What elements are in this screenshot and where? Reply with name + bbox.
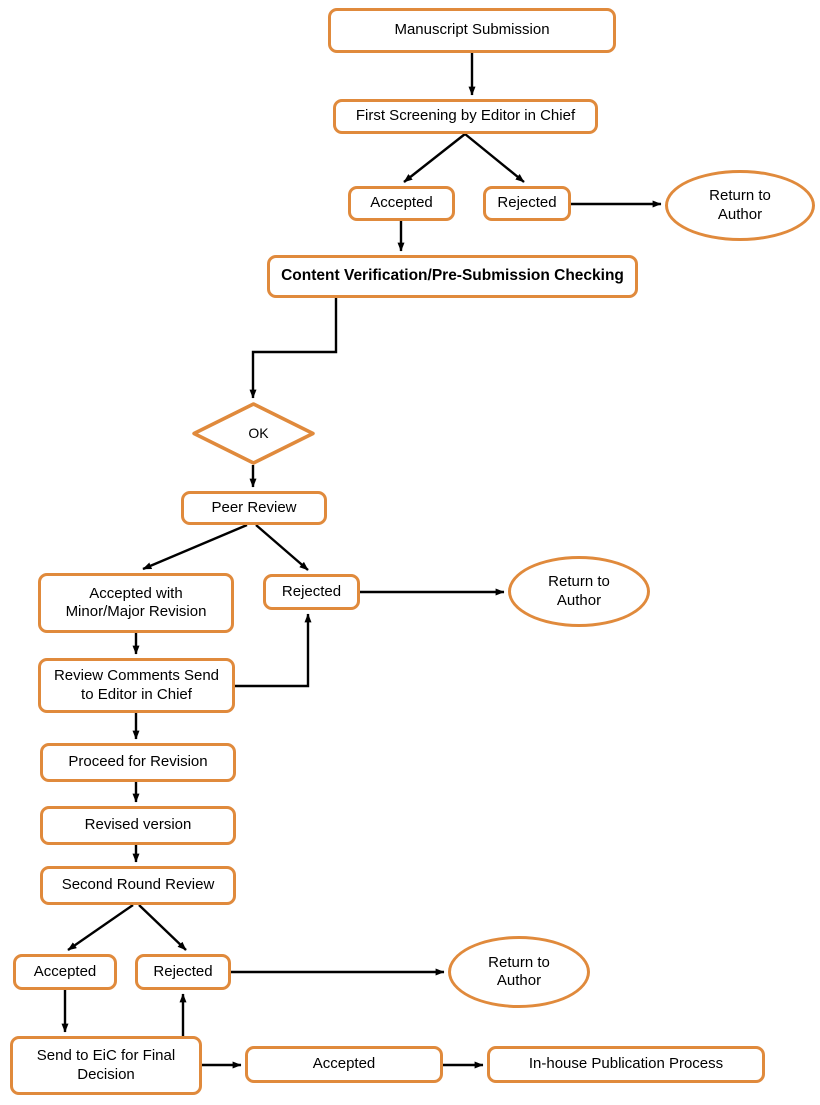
- screening-rejected-label: Rejected: [497, 194, 557, 212]
- first-screening-by-editor-in-chief-label: First Screening by Editor in Chief: [355, 107, 576, 125]
- review-comments-send-to-editor-in-chief[interactable]: Review Comments Send to Editor in Chief: [38, 658, 235, 713]
- manuscript-submission-label: Manuscript Submission: [394, 21, 550, 39]
- revised-version-label: Revised version: [84, 816, 192, 834]
- second-round-accepted[interactable]: Accepted: [13, 954, 117, 990]
- review-comments-send-to-editor-in-chief-label: Review Comments Send to Editor in Chief: [53, 667, 220, 703]
- screening-accepted-label: Accepted: [370, 194, 433, 212]
- manuscript-submission[interactable]: Manuscript Submission: [328, 8, 616, 53]
- edge-first-screening-to-accepted: [403, 133, 466, 183]
- peer-review-rejected-label: Rejected: [281, 582, 342, 600]
- return-to-author-second-round-label: Return to Author: [488, 953, 550, 989]
- proceed-for-revision-label: Proceed for Revision: [68, 753, 208, 771]
- accepted-with-minor-major-revision-label: Accepted with Minor/Major Revision: [65, 584, 207, 620]
- return-to-author-screening-label: Return to Author: [709, 187, 771, 223]
- return-to-author-second-round[interactable]: Return to Author: [448, 936, 590, 1008]
- content-verification-pre-submission-checking[interactable]: Content Verification/Pre-Submission Chec…: [267, 255, 638, 298]
- ok-decision-label: OK: [248, 424, 269, 441]
- return-to-author-peer-review-label: Return to Author: [548, 573, 610, 609]
- second-round-review-label: Second Round Review: [61, 876, 215, 894]
- peer-review-label: Peer Review: [211, 498, 297, 516]
- second-round-rejected[interactable]: Rejected: [135, 954, 231, 990]
- send-to-eic-for-final-decision[interactable]: Send to EiC for Final Decision: [10, 1036, 202, 1095]
- first-screening-by-editor-in-chief[interactable]: First Screening by Editor in Chief: [333, 99, 598, 134]
- screening-accepted[interactable]: Accepted: [348, 186, 455, 221]
- second-round-rejected-label: Rejected: [153, 962, 213, 980]
- peer-review[interactable]: Peer Review: [181, 491, 327, 525]
- edge-first-screening-to-rejected: [464, 133, 525, 183]
- proceed-for-revision[interactable]: Proceed for Revision: [40, 743, 236, 782]
- diamond-shape: [192, 402, 315, 465]
- edge-peer-review-to-rejected: [255, 524, 309, 571]
- eic-accepted[interactable]: Accepted: [245, 1046, 443, 1083]
- content-verification-pre-submission-checking-label: Content Verification/Pre-Submission Chec…: [281, 267, 624, 285]
- revised-version[interactable]: Revised version: [40, 806, 236, 845]
- in-house-publication-process[interactable]: In-house Publication Process: [487, 1046, 765, 1083]
- return-to-author-screening[interactable]: Return to Author: [665, 170, 815, 241]
- edge-review-comments-to-peer-rejected: [235, 613, 312, 688]
- edge-second-round-to-accepted: [67, 904, 134, 951]
- edge-content-verification-to-ok: [249, 298, 338, 399]
- edge-second-round-to-rejected: [138, 904, 187, 951]
- second-round-accepted-label: Accepted: [33, 962, 97, 980]
- edge-peer-review-to-accepted-revision: [142, 523, 248, 571]
- ok-decision[interactable]: OK: [192, 402, 315, 465]
- screening-rejected[interactable]: Rejected: [483, 186, 571, 221]
- second-round-review[interactable]: Second Round Review: [40, 866, 236, 905]
- peer-review-rejected[interactable]: Rejected: [263, 574, 360, 610]
- in-house-publication-process-label: In-house Publication Process: [528, 1055, 724, 1073]
- return-to-author-peer-review[interactable]: Return to Author: [508, 556, 650, 627]
- eic-accepted-label: Accepted: [312, 1055, 376, 1073]
- send-to-eic-for-final-decision-label: Send to EiC for Final Decision: [36, 1047, 176, 1083]
- accepted-with-minor-major-revision[interactable]: Accepted with Minor/Major Revision: [38, 573, 234, 633]
